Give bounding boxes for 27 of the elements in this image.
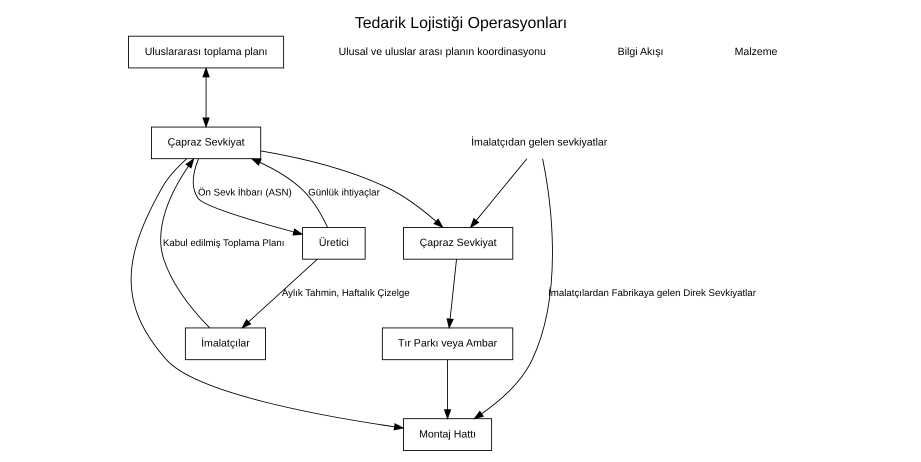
arrow — [446, 258, 456, 330]
label: Malzeme — [734, 46, 777, 58]
arrow — [202, 66, 210, 128]
arrow — [130, 158, 404, 430]
arrow — [160, 158, 210, 328]
node-box: Çapraz Sevkiyat — [402, 227, 513, 260]
arrow — [472, 158, 552, 420]
node-box: Çapraz Sevkiyat — [150, 126, 261, 160]
diagram-title: Tedarik Lojistiği Operasyonları — [354, 14, 567, 32]
arrow — [443, 359, 451, 420]
edge-label: Ön Sevk İhbarı (ASN) — [198, 188, 292, 199]
edge-label: Aylık Tahmin, Haftalık Çizelge — [281, 288, 410, 300]
arrow — [240, 258, 318, 329]
arrow — [250, 158, 328, 228]
node-box: Montaj Hattı — [402, 418, 492, 451]
node-box: Uluslararası toplama planı — [128, 36, 284, 68]
edge-label: Günlük ihtiyaçlar — [308, 188, 380, 199]
edge-label: Kabul edilmiş Toplama Planı — [162, 238, 284, 249]
arrow — [469, 158, 527, 228]
arrow — [192, 158, 304, 236]
label: Bilgi Akışı — [617, 46, 663, 58]
arrow — [260, 150, 444, 228]
label: Ulusal ve uluslar arası planın koordinasyonu — [338, 46, 546, 58]
node-box: İmalatçılar — [184, 328, 266, 360]
node-box: Üretici — [302, 227, 366, 260]
node-text: İmalatçıdan gelen sevkiyatlar — [470, 136, 607, 149]
node-box: Tır Parkı veya Ambar — [381, 328, 513, 360]
